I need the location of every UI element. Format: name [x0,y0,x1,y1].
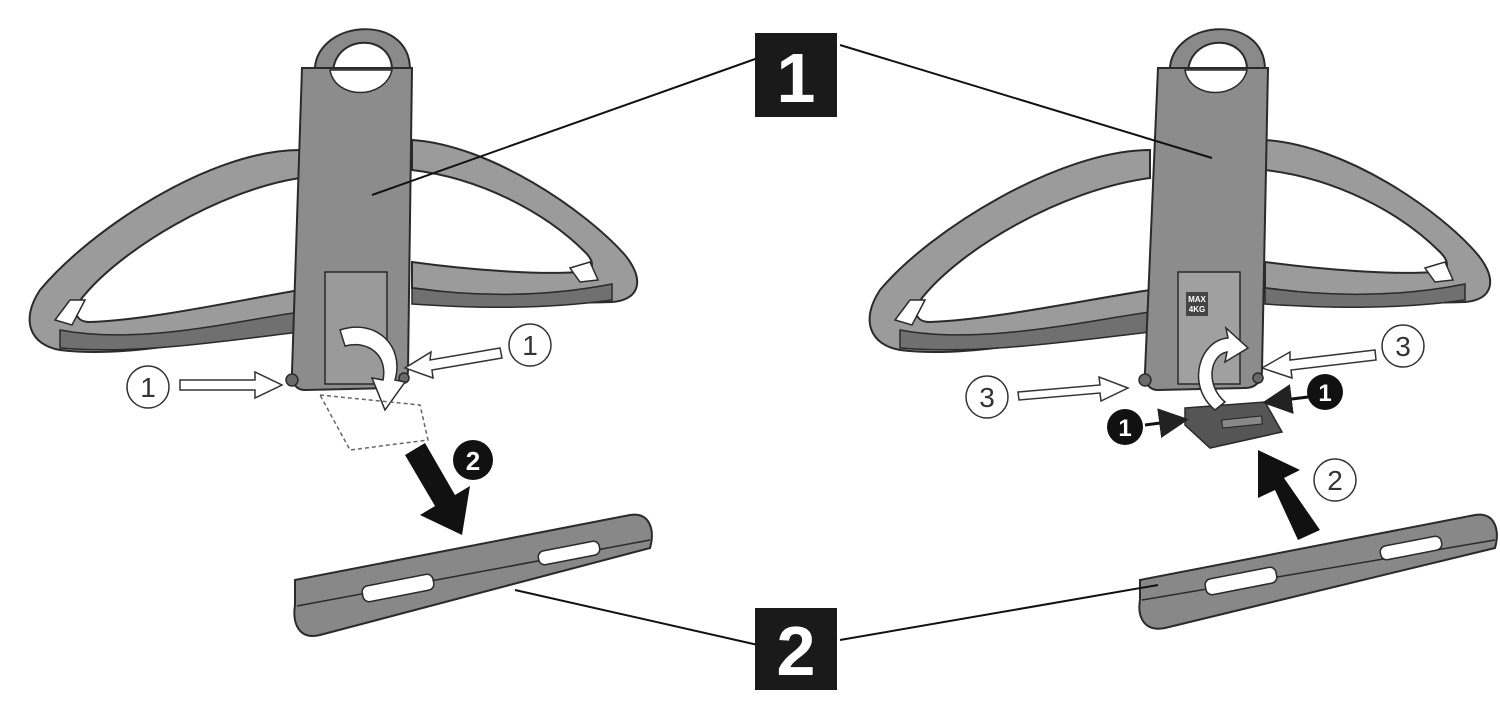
leader-2-left [514,589,759,646]
right-hanger: MAX 4KG [868,28,1492,449]
right-press-marker-left: 3 [979,382,995,413]
left-press-arrow-right [403,347,503,380]
left-press-marker-right: 1 [522,330,538,361]
left-hanger-end-right [568,261,600,283]
left-plate-button-left [285,373,299,387]
left-detach-step: 2 [466,446,480,476]
left-hanger-frame-right [411,138,639,304]
left-press-arrow-left [179,370,284,400]
right-hanger-end-right [1423,261,1455,283]
right-hanger-frame-right [1264,138,1492,304]
right-attach-step-circle [1313,458,1357,502]
leader-1-left [371,57,759,196]
right-hanger-end-left [893,299,927,326]
right-clip-slot [1221,415,1263,429]
right-bar [1138,513,1498,630]
right-clip-arrow-right [1262,384,1309,414]
right-attach-step: 2 [1327,465,1343,496]
right-plate-button-left [1138,373,1152,387]
right-press-marker-right-circle [1381,324,1425,368]
right-clip-marker-left: 1 [1118,415,1131,442]
left-plate-hole [329,69,393,94]
left-press-marker-left-circle [126,365,170,409]
right-press-marker-right: 3 [1395,331,1411,362]
right-plate-button-right [1252,372,1264,384]
right-clip-arrow-left [1144,408,1189,439]
right-attach-arrow [1258,450,1320,540]
left-hanger [28,28,639,451]
left-hanger-end-left [53,299,87,326]
right-press-arrow-right [1260,349,1377,380]
callout-box-2 [755,608,837,690]
right-plate-label-kg: 4KG [1189,305,1205,314]
left-bar [293,513,653,637]
right-rotate-arrow [1197,325,1250,411]
right-clip-marker-right-circle [1307,374,1343,410]
right-plate-label-box [1186,292,1208,316]
callout-label-2: 2 [777,612,816,690]
left-rotate-arrow [339,326,407,412]
leader-1-right [839,44,1213,159]
left-press-marker-left: 1 [140,372,156,403]
right-clip-marker-left-circle [1107,409,1143,445]
right-plate-hole [1184,69,1248,94]
right-press-marker-left-circle [965,375,1009,419]
left-detach-step-circle [453,440,493,480]
leader-2-right [839,584,1159,641]
left-falling-piece [318,394,429,451]
right-clip-marker-right: 1 [1318,380,1331,407]
left-press-marker-right-circle [508,323,552,367]
callout-label-1: 1 [777,39,816,117]
callout-box-1 [755,33,837,117]
right-plate-label-max: MAX [1188,295,1206,304]
left-detach-arrow [405,443,470,535]
right-press-arrow-left [1017,375,1130,403]
